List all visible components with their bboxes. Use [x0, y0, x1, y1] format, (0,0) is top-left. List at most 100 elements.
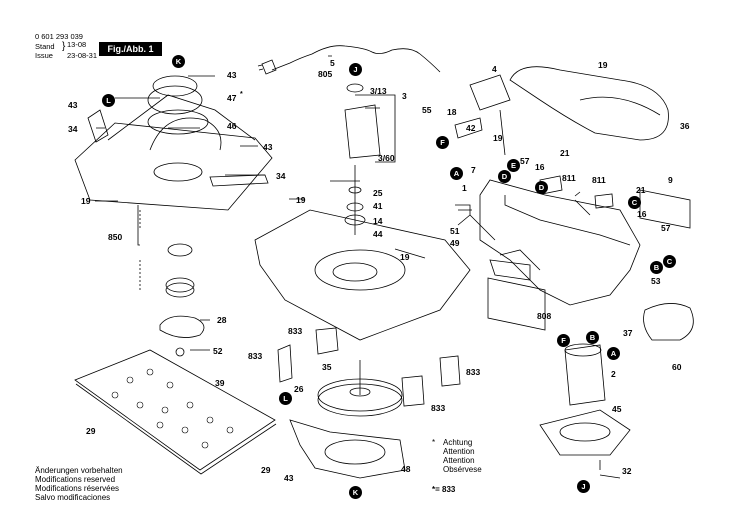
eccentric [159, 315, 205, 338]
top-plate [74, 122, 273, 211]
marker-k-top: K [172, 55, 185, 68]
marker-f-bottom: F [557, 334, 570, 347]
callout-25: 25 [373, 188, 383, 198]
dust-shroud [289, 419, 406, 479]
callout-14: 14 [373, 216, 383, 226]
callout-833-c: 833 [466, 367, 481, 377]
marker-a-top: A [450, 167, 463, 180]
issue-value: 23-08-31 [67, 51, 98, 60]
callout-47: 47 [227, 93, 237, 103]
stand-value: 13-08 [67, 40, 87, 49]
marker-d-left: D [498, 170, 511, 183]
callout-3-13: 3/13 [370, 86, 387, 96]
callout-18: 18 [447, 107, 457, 117]
callout-43-bottom: 43 [284, 473, 294, 483]
bearing [167, 243, 193, 257]
callout-37: 37 [623, 328, 633, 338]
marker-j-top: J [349, 63, 362, 76]
figure-label: Fig./Abb. 1 [99, 42, 162, 56]
callout-19-plate: 19 [400, 252, 410, 262]
legend-note-es: Obsérvese [443, 465, 482, 474]
callout-51: 51 [450, 226, 460, 236]
callout-46: 46 [227, 121, 237, 131]
callout-47-star: * [240, 91, 243, 98]
marker-b-right: B [650, 261, 663, 274]
legend-note-de: Achtung [443, 438, 473, 447]
callout-43-top: 43 [227, 70, 237, 80]
motor-housing [479, 179, 641, 306]
callout-53: 53 [651, 276, 661, 286]
footer-line-de: Änderungen vorbehalten [35, 466, 123, 475]
callout-4: 4 [492, 64, 497, 74]
callout-45: 45 [612, 404, 622, 414]
plug-icon [257, 59, 277, 75]
callout-21-right: 21 [636, 185, 646, 195]
callout-57-right: 57 [661, 223, 671, 233]
marker-f-top: F [436, 136, 449, 149]
callout-29-left: 29 [86, 426, 96, 436]
marker-a-bottom: A [607, 347, 620, 360]
callout-21-top: 21 [560, 148, 570, 158]
legend-star: * [432, 438, 436, 447]
sanding-pad [74, 349, 276, 471]
callout-833-a: 833 [288, 326, 303, 336]
marker-c-bottom: C [663, 255, 676, 268]
callout-9: 9 [668, 175, 673, 185]
callout-35: 35 [322, 362, 332, 372]
callout-60: 60 [672, 362, 682, 372]
callout-32: 32 [622, 466, 632, 476]
cover-plate [487, 277, 546, 331]
callout-55: 55 [422, 105, 432, 115]
callout-29-right: 29 [261, 465, 271, 475]
base-plate [254, 209, 471, 341]
marker-c-top: C [628, 196, 641, 209]
armature [344, 104, 381, 159]
callout-42: 42 [466, 123, 476, 133]
field-coil [564, 344, 606, 406]
legend-note-en: Attention [443, 447, 475, 456]
callout-808: 808 [537, 311, 552, 321]
dust-cap [643, 303, 694, 341]
callout-16-left: 16 [535, 162, 545, 172]
callout-57-left: 57 [520, 156, 530, 166]
callout-811-left: 811 [562, 173, 576, 183]
callout-3: 3 [402, 91, 407, 101]
callout-3-60: 3/60 [378, 153, 395, 163]
callout-36: 36 [680, 121, 690, 131]
lower-housing [539, 409, 631, 456]
part-number: 0 601 293 039 [35, 32, 83, 41]
switch [469, 74, 511, 111]
power-cord [271, 45, 441, 73]
callout-34-right: 34 [276, 171, 286, 181]
callout-44: 44 [373, 229, 383, 239]
callout-5: 5 [330, 58, 335, 68]
marker-d-right: D [535, 181, 548, 194]
marker-k-bottom: K [349, 486, 362, 499]
footer-line-en: Modifications reserved [35, 475, 116, 484]
callout-850: 850 [108, 232, 123, 242]
callout-19-switch: 19 [493, 133, 503, 143]
callout-52: 52 [213, 346, 223, 356]
callout-41: 41 [373, 201, 383, 211]
filter-plate [639, 189, 691, 229]
callout-34-left: 34 [68, 124, 78, 134]
footer-line-fr: Modifications réservées [35, 484, 120, 493]
callout-19-top-right: 19 [598, 60, 608, 70]
callout-28: 28 [217, 315, 227, 325]
callout-26: 26 [294, 384, 304, 394]
handle-shell [509, 66, 669, 141]
callout-19-left: 19 [81, 196, 91, 206]
callout-39: 39 [215, 378, 225, 388]
callout-43-left: 43 [68, 100, 78, 110]
callout-7: 7 [471, 165, 476, 175]
callout-811-right: 811 [592, 175, 606, 185]
callout-833-b: 833 [248, 351, 263, 361]
legend-note-fr: Attention [443, 456, 475, 465]
callout-49: 49 [450, 238, 460, 248]
marker-l-top: L [102, 94, 115, 107]
brace-icon: } [62, 41, 66, 52]
callout-1: 1 [462, 183, 467, 193]
callout-43-right: 43 [263, 142, 273, 152]
callout-48: 48 [401, 464, 411, 474]
